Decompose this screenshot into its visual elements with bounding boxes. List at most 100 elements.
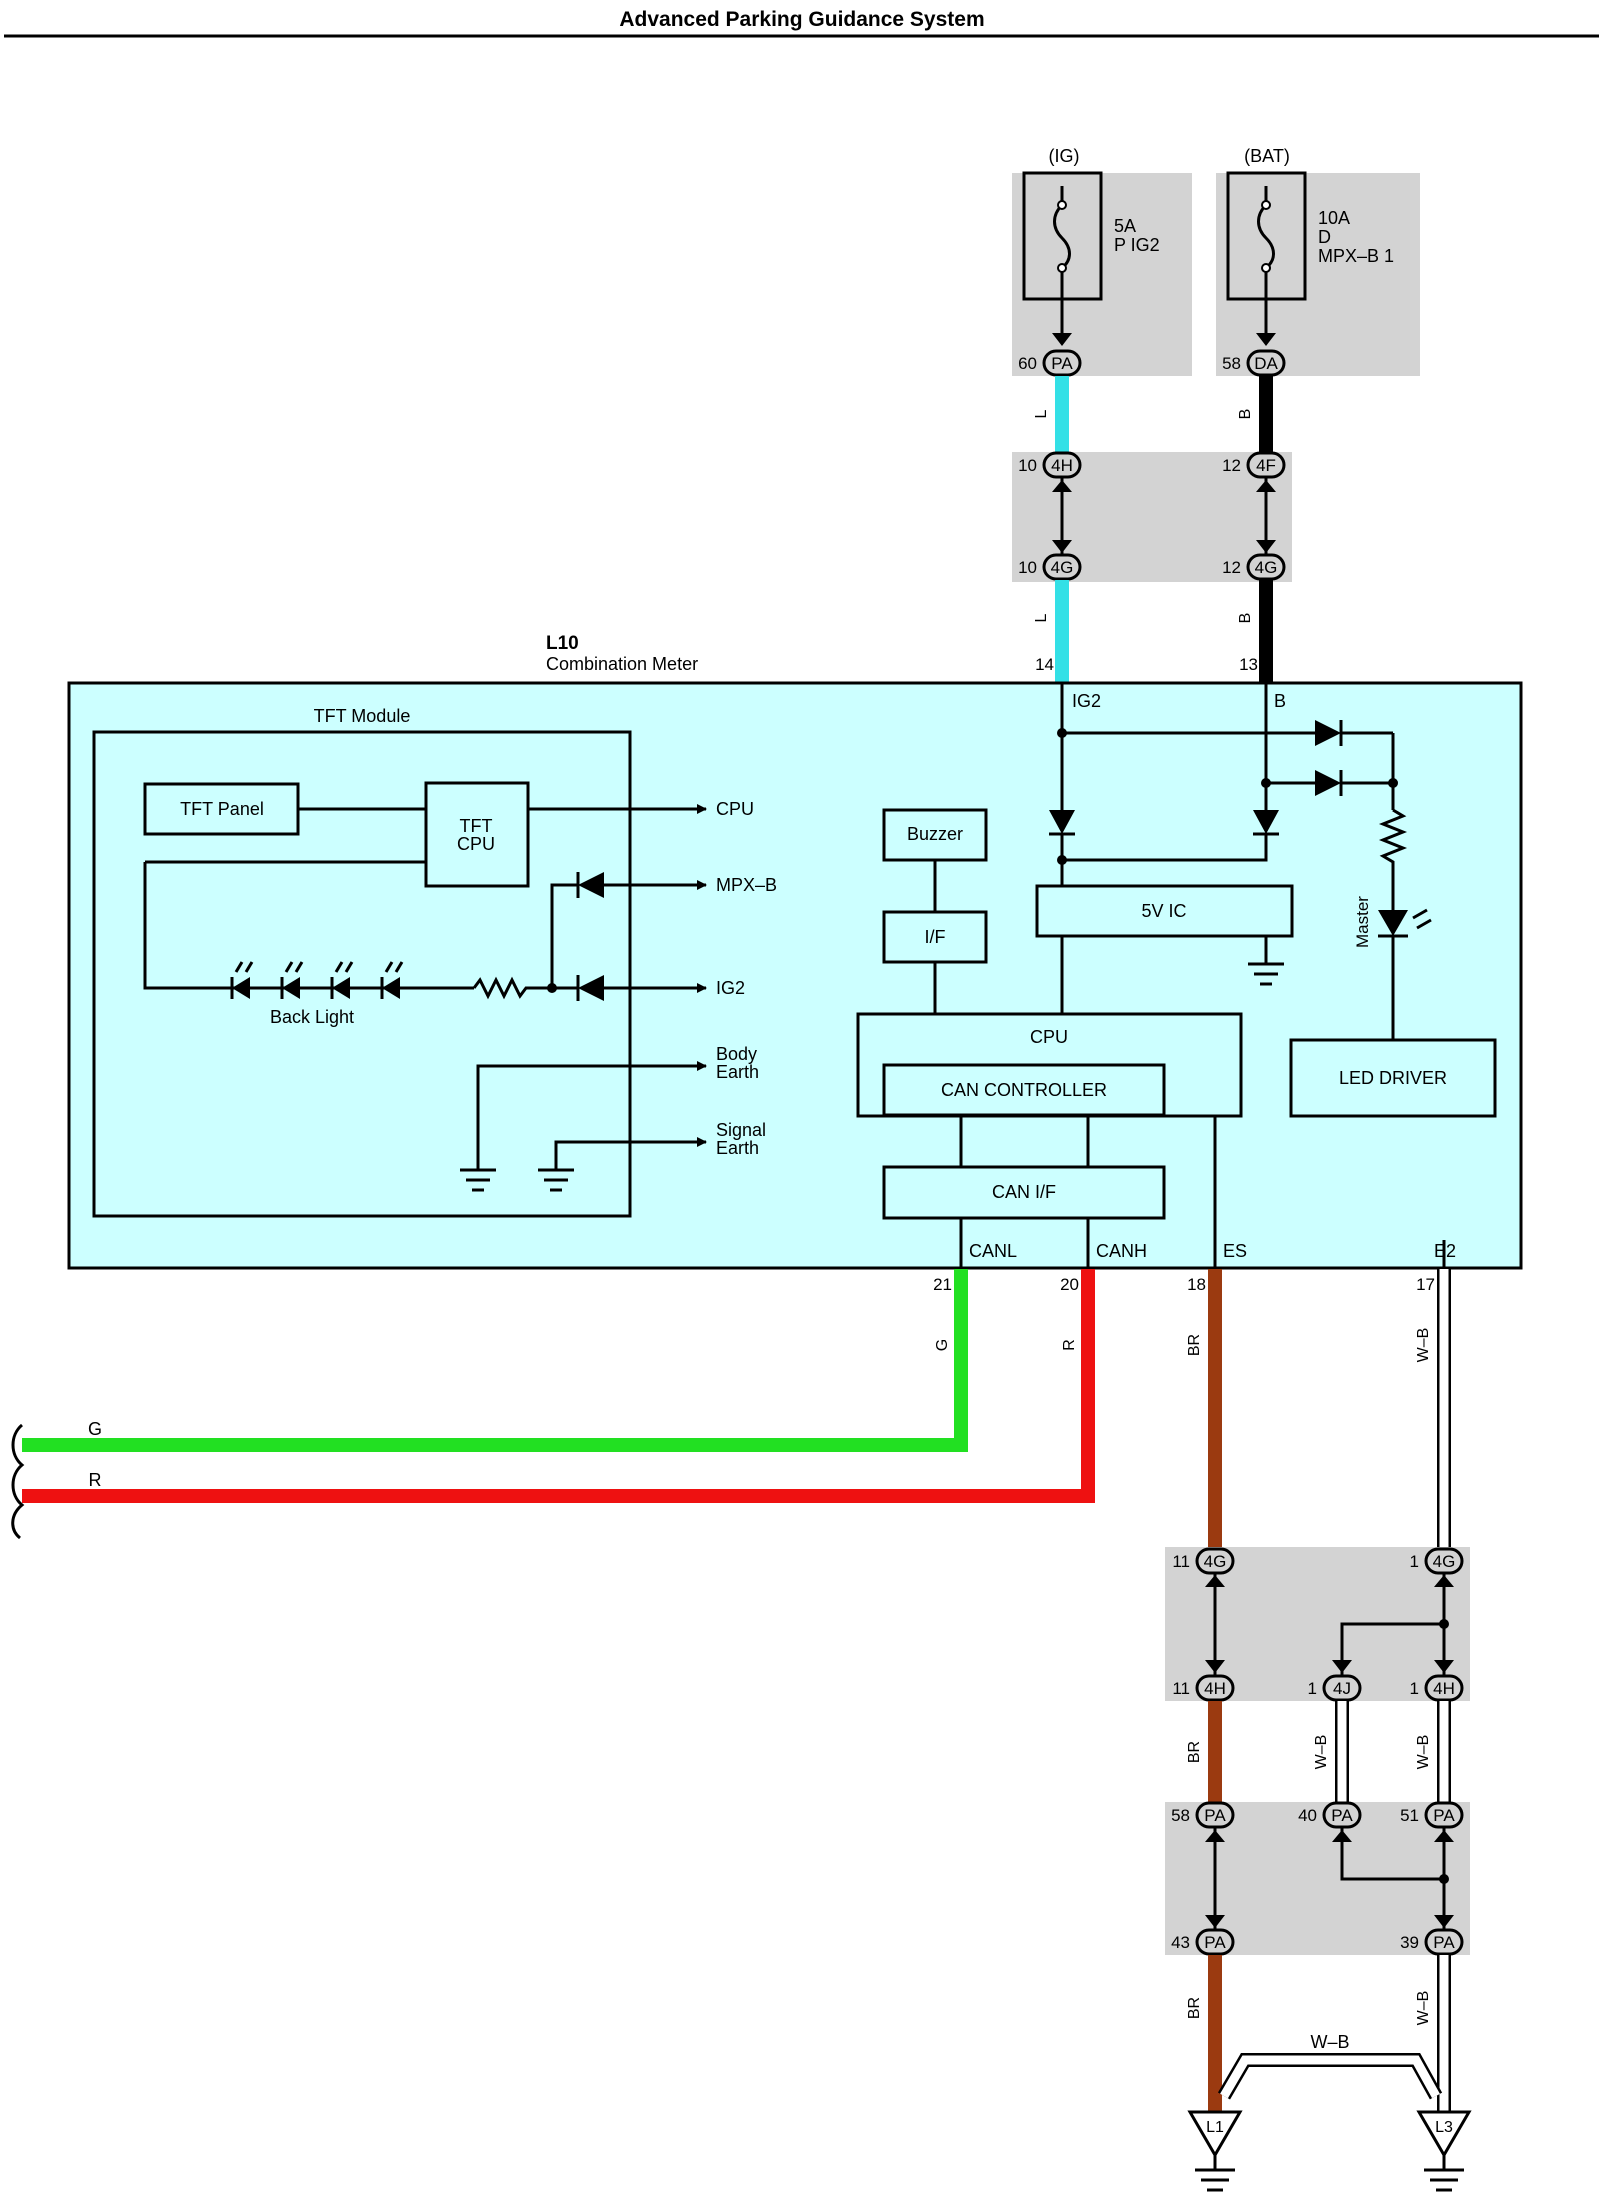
connector-4G-10-label: 4G [1051, 558, 1074, 577]
if-label: I/F [925, 927, 946, 947]
connector-DA-58-label: DA [1254, 354, 1278, 373]
tft-out-signal-earth-1: Signal [716, 1120, 766, 1140]
connector-4H-11 [1195, 1674, 1235, 1702]
can-if-box [882, 1165, 1166, 1220]
cpu-label: CPU [1030, 1027, 1068, 1047]
tft-module-title: TFT Module [314, 706, 411, 726]
connector-PA-40-label: PA [1331, 1806, 1353, 1825]
wire-WB-2 [1335, 1701, 1451, 1802]
tft-out-ig2: IG2 [716, 978, 745, 998]
fuse-ig-group: (IG) 5A P IG2 PA 60 [1012, 146, 1192, 377]
wire-WB-4 [1217, 1955, 1451, 2112]
wire-label-BR-2: BR [1186, 1741, 1203, 1763]
connector-4H-11-pin: 11 [1172, 1679, 1190, 1698]
tft-panel-label: TFT Panel [180, 799, 264, 819]
connector-PA-40 [1322, 1801, 1362, 1829]
fuse-bat-name: MPX–B 1 [1318, 246, 1394, 266]
wire-break-mark [11, 1423, 25, 1540]
wire-label-B-upper: B [1237, 409, 1254, 420]
connector-4G-1-pin: 1 [1410, 1552, 1419, 1571]
fuse-ig-name: P IG2 [1114, 235, 1160, 255]
connector-PA-39-pin: 39 [1400, 1933, 1419, 1952]
connector-4H-10 [1042, 451, 1082, 479]
meter-pin-e2: 17 [1416, 1275, 1435, 1294]
fuse-bat-group: (BAT) 10A D MPX–B 1 DA 58 [1216, 146, 1420, 377]
connector-PA-43-pin: 43 [1171, 1933, 1190, 1952]
ic-5v-box [1035, 884, 1294, 938]
meter-label-b: B [1274, 691, 1286, 711]
tft-module: TFT Module TFT Panel TFT CPU CPU Back Li… [92, 706, 777, 1218]
connector-PA-40-pin: 40 [1298, 1806, 1317, 1825]
connector-PA-51-label: PA [1433, 1806, 1455, 1825]
buzzer-box [882, 808, 988, 862]
connector-4G-11-pin: 11 [1172, 1552, 1190, 1571]
ground-L1-label: L1 [1206, 2119, 1224, 2136]
meter-pin-es: 18 [1187, 1275, 1206, 1294]
connector-PA-39 [1424, 1928, 1464, 1956]
connector-PA-43 [1195, 1928, 1235, 1956]
meter-label-canl: CANL [969, 1241, 1017, 1261]
ground-L3-label: L3 [1435, 2119, 1453, 2136]
buzzer-label: Buzzer [907, 824, 963, 844]
wire-label-G-horizontal: G [88, 1419, 102, 1439]
wire-label-R-vertical: R [1061, 1339, 1078, 1351]
ic-5v-label: 5V IC [1141, 901, 1186, 921]
tft-out-cpu: CPU [716, 799, 754, 819]
connector-PA-60-pin: 60 [1018, 354, 1037, 373]
connector-4H-1-label: 4H [1433, 1679, 1455, 1698]
ground-L3: L3 [1416, 2110, 1472, 2192]
wire-label-L-lower: L [1033, 613, 1050, 622]
meter-pin-canl: 21 [933, 1275, 952, 1294]
connector-DA-58-pin: 58 [1222, 354, 1241, 373]
connector-4H-1 [1424, 1674, 1464, 1702]
connector-PA-60-label: PA [1051, 354, 1073, 373]
tft-cpu-label-1: TFT [460, 816, 493, 836]
fuse-bat-icon [1257, 186, 1275, 299]
connector-4H-11-label: 4H [1204, 1679, 1226, 1698]
fuse-bat-source-label: (BAT) [1244, 146, 1290, 166]
wire-label-R-horizontal: R [89, 1470, 102, 1490]
connector-4G-12 [1246, 553, 1286, 581]
ground-L1: L1 [1187, 2110, 1243, 2192]
connector-4G-1 [1424, 1547, 1464, 1575]
tft-cpu-box [424, 781, 530, 888]
tft-panel-box [143, 782, 300, 836]
connector-4J-1-label: 4J [1333, 1679, 1351, 1698]
master-label: Master [1353, 896, 1372, 948]
combination-meter-box [67, 681, 1523, 1270]
connector-4G-12-pin: 12 [1222, 558, 1241, 577]
meter-id: L10 [546, 633, 579, 654]
master-resistor [1378, 808, 1408, 910]
connector-PA-43-label: PA [1204, 1933, 1226, 1952]
back-light-label: Back Light [270, 1007, 354, 1027]
meter-internals: IG2 B Master LED DRIVER 5V IC [856, 683, 1497, 1268]
meter-pin-b: 13 [1239, 655, 1258, 674]
wire-G [22, 1269, 968, 1452]
if-box [882, 910, 988, 964]
tft-out-signal-earth-2: Earth [716, 1138, 759, 1158]
wire-label-WB-5: W–B [1310, 2032, 1349, 2052]
fuse-ig-icon [1053, 186, 1071, 299]
connector-4H-10-pin: 10 [1018, 456, 1037, 475]
connector-4G-1-label: 4G [1433, 1552, 1456, 1571]
connector-4H-1-pin: 1 [1410, 1679, 1419, 1698]
wire-label-WB-4: W–B [1415, 1991, 1432, 2026]
connector-4G-10-pin: 10 [1018, 558, 1037, 577]
master-led-icon [1378, 910, 1408, 936]
meter-label-canh: CANH [1096, 1241, 1147, 1261]
wire-label-BR-1: BR [1186, 1334, 1203, 1356]
ic-5v-ground-icon [1248, 936, 1284, 986]
ground-signal-earth-icon [538, 1168, 574, 1192]
tft-resistor [472, 976, 552, 1000]
wire-label-L-upper: L [1033, 409, 1050, 418]
connector-4G-10 [1042, 553, 1082, 581]
connector-4G-12-label: 4G [1255, 558, 1278, 577]
wire-label-BR-3: BR [1186, 1997, 1203, 2019]
wire-label-WB-1: W–B [1415, 1328, 1432, 1363]
connector-PA-60 [1042, 349, 1082, 377]
connector-PA-58 [1195, 1801, 1235, 1829]
meter-name: Combination Meter [546, 654, 698, 674]
connector-PA-39-label: PA [1433, 1933, 1455, 1952]
ground-body-earth-icon [460, 1168, 496, 1192]
